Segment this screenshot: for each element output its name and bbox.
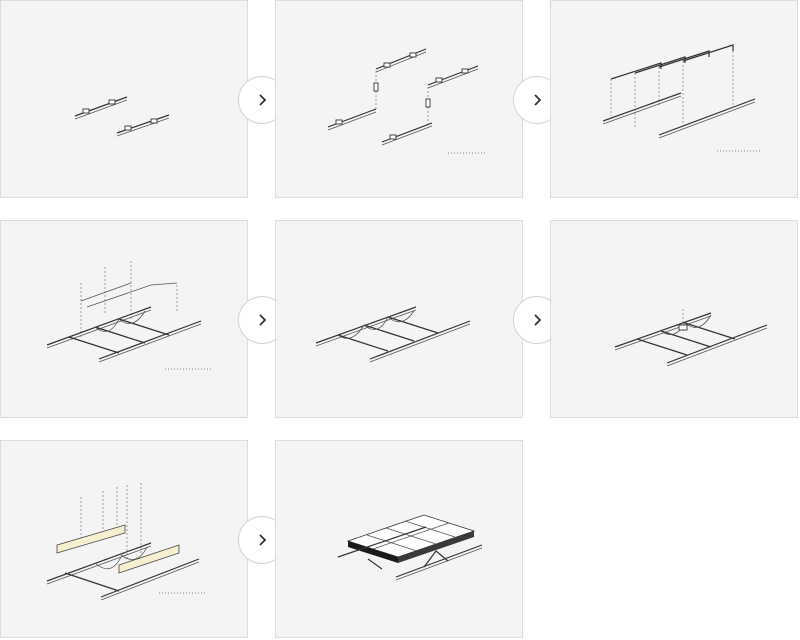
tile-edge <box>348 531 474 563</box>
step-3-panel <box>550 0 798 198</box>
lower-rail-right <box>381 122 433 146</box>
grid-frame-center-hanger-diagram <box>614 309 768 367</box>
top-tees <box>610 44 734 80</box>
ceiling-rails-diagram <box>74 96 170 137</box>
step-7-panel <box>0 440 248 638</box>
step-2-panel <box>275 0 523 198</box>
ladder-frame-closed <box>315 306 471 363</box>
lower-rail-left <box>327 108 377 131</box>
panel-beam-install-diagram <box>46 483 207 601</box>
upper-rail-left <box>375 48 427 73</box>
chevron-right-icon <box>259 94 267 106</box>
hanger-rails-diagram <box>327 48 486 154</box>
base-frame <box>46 542 200 601</box>
chevron-right-icon <box>259 534 267 546</box>
support-frame <box>337 526 483 581</box>
step-4-panel <box>0 220 248 418</box>
cross-tee-frame-diagram <box>602 44 761 152</box>
finished-ceiling-diagram <box>337 514 483 581</box>
main-rail-back <box>602 92 682 125</box>
cream-beam-upper <box>56 524 126 554</box>
chevron-right-icon <box>534 94 542 106</box>
chevron-right-icon <box>534 314 542 326</box>
ladder-frame-hanger <box>614 312 768 367</box>
main-rail-front <box>658 98 756 139</box>
drop-wires <box>80 483 142 559</box>
frame-assembly-diagram <box>46 261 211 370</box>
cream-beam-lower <box>118 544 180 574</box>
step-1-panel <box>0 0 248 198</box>
step-8-panel <box>275 440 523 638</box>
rail-a <box>74 96 128 120</box>
hanger-wires <box>80 261 178 339</box>
grid-frame-diagram <box>315 306 471 363</box>
step-6-panel <box>550 220 798 418</box>
step-5-panel <box>275 220 523 418</box>
chevron-right-icon <box>259 314 267 326</box>
upper-rail-right <box>427 65 479 89</box>
ladder-frame <box>46 306 202 363</box>
rail-b <box>116 114 170 137</box>
